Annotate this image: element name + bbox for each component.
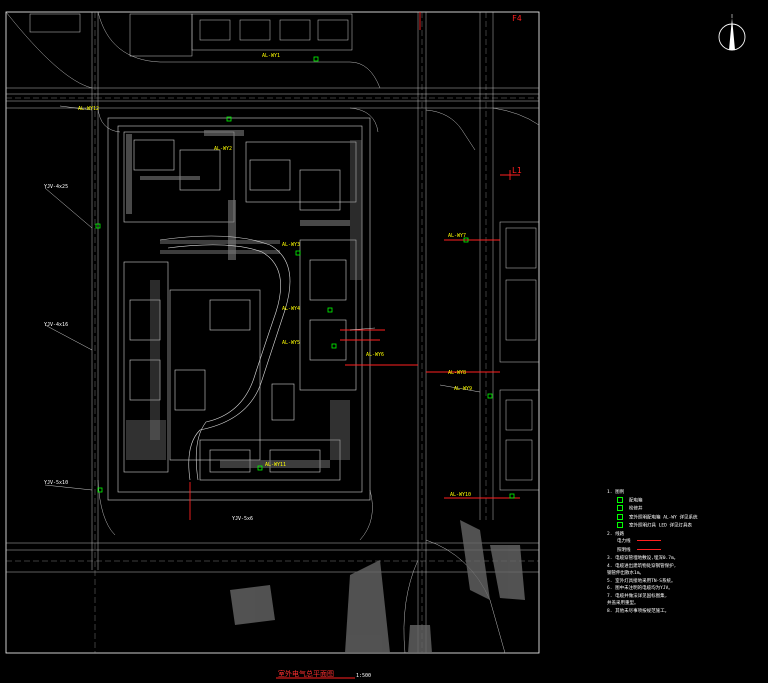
legend-item: 检修井 [607, 505, 717, 514]
drawing-scale: 1:500 [356, 673, 372, 679]
north-arrow-icon [718, 14, 746, 51]
label-cable-2: YJV-4x16 [44, 322, 69, 328]
device-box-icon [617, 505, 623, 511]
north-buildings [29, 13, 353, 57]
label-al-wy8: AL-WY8 [448, 370, 467, 376]
legend-item: 室外照明配电箱 AL-WY 详见系统 [607, 513, 717, 523]
legend-note: 4. 电缆进出建筑物处穿钢管保护, [607, 563, 677, 569]
label-al-wy9: AL-WY9 [454, 386, 473, 392]
ramp-path [159, 235, 291, 481]
legend-note: 7. 电缆井做法详见国标图集, [607, 593, 668, 599]
cable-line-icon [636, 548, 661, 550]
label-al-wy10: AL-WY10 [450, 492, 472, 498]
legend-line: 照明线 [607, 547, 717, 556]
label-al-wy7: AL-WY7 [448, 233, 467, 239]
label-al-wy12: AL-WY12 [78, 106, 100, 112]
legend-item: 室外照明灯具 LED 详见灯具表 [607, 522, 717, 531]
legend-note: 井盖采用重型。 [607, 601, 639, 606]
leader-lines [44, 105, 481, 491]
cable-line-icon [636, 540, 661, 541]
legend-note: 钢管伸出散水1m。 [607, 571, 644, 576]
drawing-title: 室外电气总平面图 [278, 670, 334, 678]
legend-note: 6. 图中未注明的电缆均为YJV。 [607, 586, 673, 591]
legend-lines-header: 2. 线路 [607, 531, 625, 537]
cable-routes [189, 12, 520, 520]
grid-label-top-right: F4 [512, 14, 522, 23]
legend-note: 3. 电缆穿管埋地敷设,埋深0.7m。 [607, 556, 679, 561]
legend-item: 配电箱 [607, 496, 717, 506]
legend-note: 5. 室外灯具接地采用TN-S系统。 [607, 578, 676, 584]
device-box-icon [617, 496, 623, 503]
center-lines [6, 12, 539, 653]
label-al-wy4: AL-WY4 [282, 306, 301, 312]
device-box-icon [617, 522, 623, 528]
legend-line: 电力线 [607, 538, 717, 547]
grid-label-right-mid: L1 [512, 166, 522, 175]
legend-panel: 1. 图例 配电箱 检修井 室外照明配电箱 AL-WY 详见系统 室外照明灯具 … [607, 489, 717, 615]
label-cable-3: YJV-5x10 [44, 480, 69, 486]
east-building [499, 221, 540, 491]
label-al-wy3: AL-WY3 [282, 242, 301, 248]
label-al-wy1: AL-WY1 [262, 53, 281, 59]
device-box-icon [617, 513, 623, 520]
legend-header: 1. 图例 [607, 490, 625, 495]
label-al-wy6: AL-WY6 [366, 352, 385, 358]
label-cable-4: YJV-5x6 [232, 516, 254, 522]
label-cable-1: YJV-4x25 [44, 184, 69, 190]
label-al-wy5: AL-WY5 [282, 340, 301, 346]
legend-note: 8. 其他未尽事项按规范施工。 [607, 608, 670, 614]
landscape-hatch [230, 520, 525, 653]
building-detail [126, 130, 362, 468]
label-al-wy2: AL-WY2 [214, 146, 233, 152]
label-al-wy11: AL-WY11 [265, 462, 287, 468]
device-markers [95, 56, 515, 499]
